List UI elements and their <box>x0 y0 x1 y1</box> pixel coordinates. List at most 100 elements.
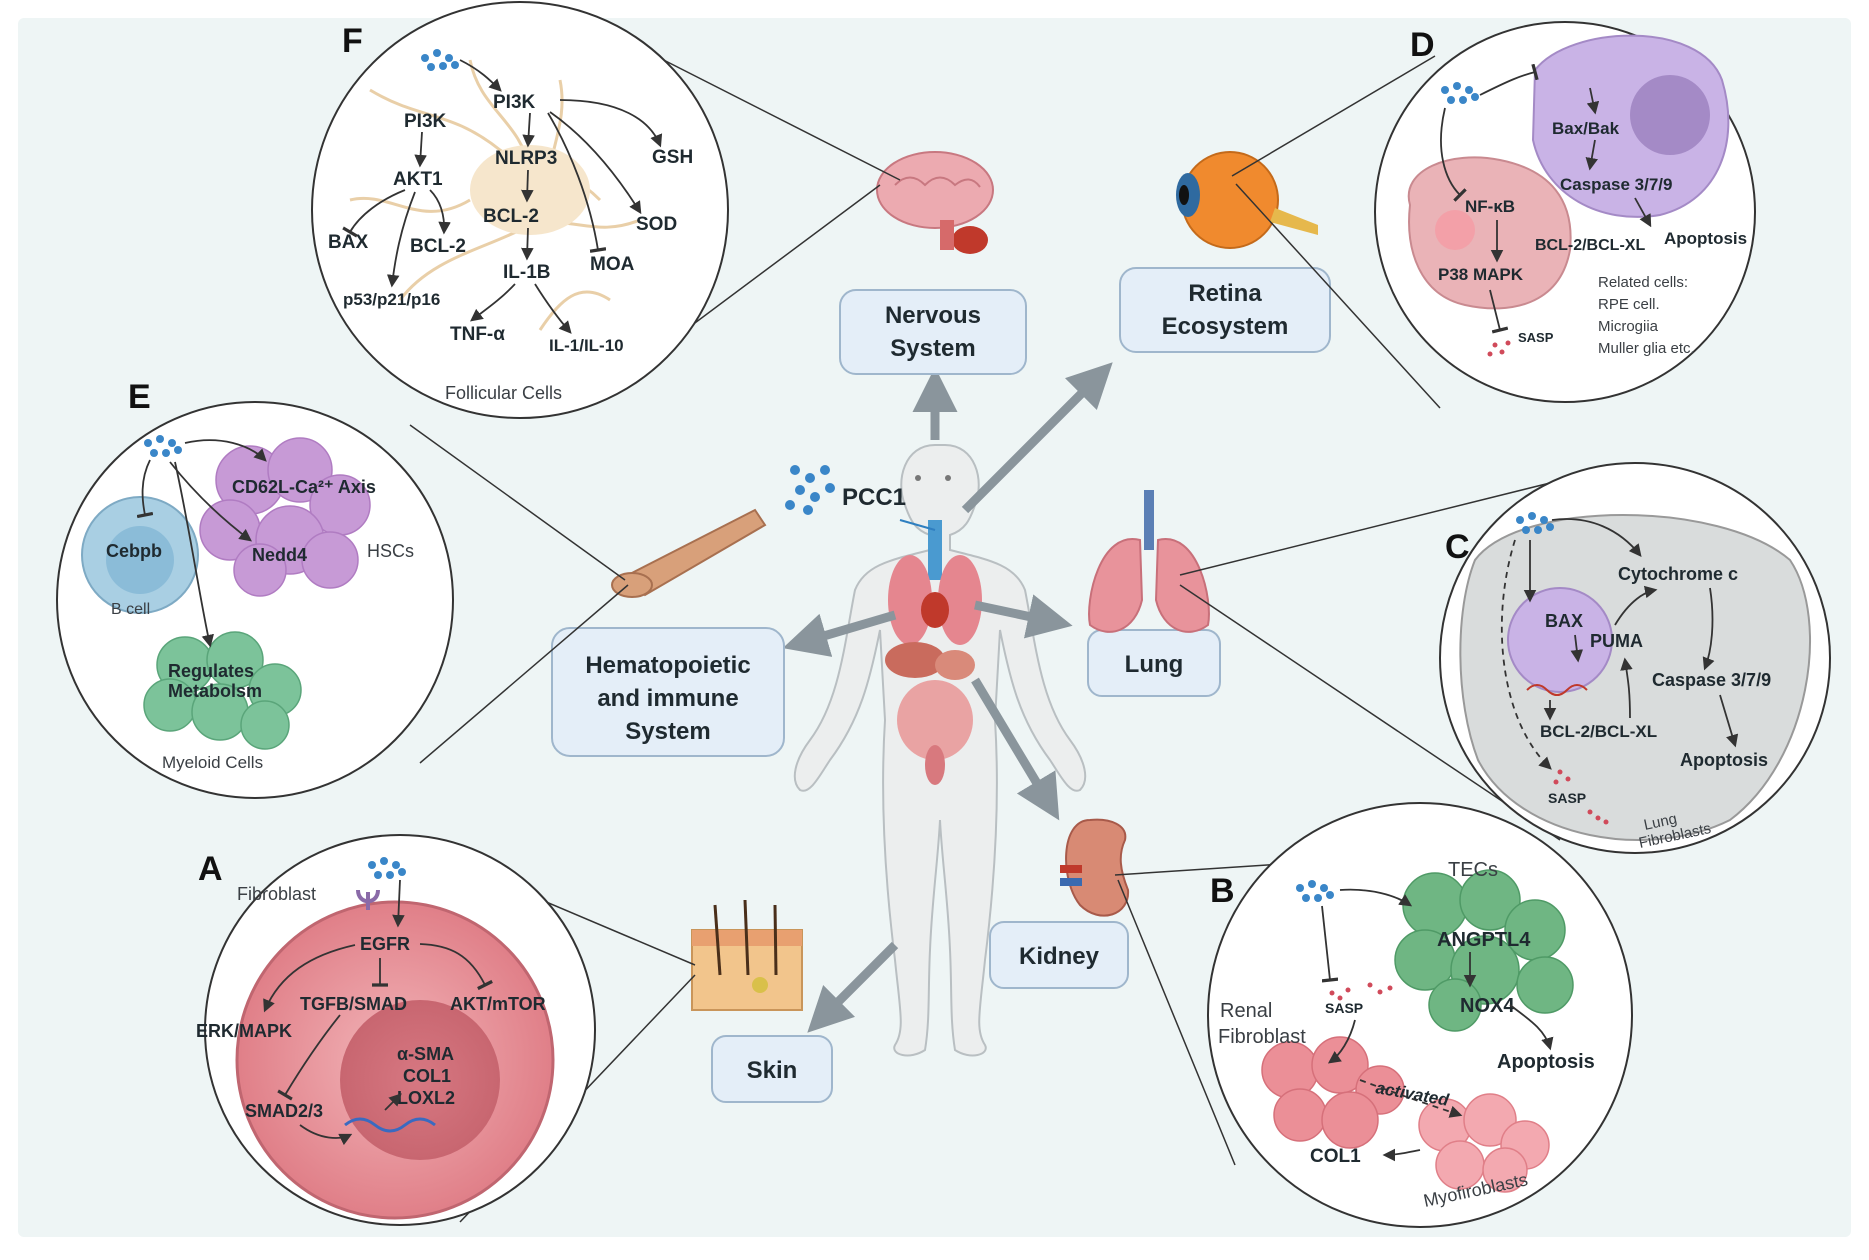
f-akt1: AKT1 <box>393 169 443 190</box>
panel-e: E CD62L-Ca²⁺ Axis Cebpb Nedd4 HSCs B cel… <box>56 378 454 799</box>
a-tgfb: TGFB/SMAD <box>300 994 407 1014</box>
bcell <box>81 496 199 614</box>
arrow-to-retina <box>961 362 1113 514</box>
f-il1-il10: IL-1/IL-10 <box>549 336 624 355</box>
b-sasp-dots <box>1329 982 1393 1001</box>
panel-c-letter: C <box>1445 528 1470 566</box>
d-related-3: Muller glia etc. <box>1598 340 1695 357</box>
box-lung: Lung <box>1087 629 1221 697</box>
box-hemato: Hematopoietic and immune System <box>551 627 785 757</box>
human-figure <box>793 444 1087 1057</box>
liver-organ <box>885 642 945 678</box>
e-regulates: Regulates <box>168 661 254 681</box>
b-sasp: SASP <box>1325 1000 1363 1016</box>
panel-a-drug-icon <box>368 857 406 879</box>
nervous-line2: System <box>890 335 975 362</box>
box-kidney: Kidney <box>989 921 1129 989</box>
a-erk: ERK/MAPK <box>196 1021 292 1041</box>
myofibroblast-cluster <box>1418 1093 1550 1193</box>
intestines-organ <box>897 680 973 760</box>
f-p53: p53/p21/p16 <box>343 290 440 309</box>
skin-icon <box>691 899 803 1011</box>
b-tecs: TECs <box>1448 859 1498 881</box>
organ-arrows <box>782 362 1113 1033</box>
d-p38: P38 MAPK <box>1438 265 1524 284</box>
panel-e-arrows <box>136 439 267 648</box>
panel-f-letter: F <box>342 22 363 60</box>
arrow-to-skin <box>807 941 899 1033</box>
c-cytochrome: Cytochrome c <box>1618 564 1738 584</box>
right-lung-organ <box>938 555 982 645</box>
heart-organ <box>921 592 949 628</box>
arrow-to-kidney <box>971 677 1060 821</box>
panel-d-letter: D <box>1410 26 1435 64</box>
kidney-label: Kidney <box>1019 943 1100 970</box>
b-renal: Renal <box>1220 1000 1272 1022</box>
f-bcl2-left: BCL-2 <box>410 236 466 257</box>
kidney-icon <box>1060 818 1130 917</box>
c-nucleus <box>1507 587 1613 693</box>
hsc-cluster <box>199 437 371 597</box>
eye-icon <box>1176 151 1318 249</box>
d-nfkb: NF-κB <box>1465 197 1515 216</box>
nfkb-nucleus <box>1435 210 1475 250</box>
box-nervous: Nervous System <box>839 289 1027 375</box>
skin-label: Skin <box>747 1057 798 1084</box>
f-tnf: TNF-α <box>450 324 505 345</box>
e-hscs: HSCs <box>367 541 414 561</box>
c-caspase: Caspase 3/7/9 <box>1652 670 1771 690</box>
a-dna <box>344 1117 436 1133</box>
c-lung: Lung <box>1642 810 1678 834</box>
panel-c-arrows <box>1501 518 1739 770</box>
d-sasp: SASP <box>1518 330 1554 345</box>
panel-d-arrows <box>1440 63 1652 334</box>
f-moa: MOA <box>590 254 635 275</box>
e-metabolsm: Metabolsm <box>168 681 262 701</box>
f-caption: Follicular Cells <box>445 383 562 403</box>
panel-a-arrows <box>263 879 493 1146</box>
nervous-line1: Nervous <box>885 302 981 329</box>
panel-f: F PI3K PI3K GSH NLRP3 AKT1 BCL-2 SOD BAX… <box>311 1 729 419</box>
e-bcell: B cell <box>111 601 150 618</box>
panel-d: D Bax/Bak Caspase 3/7/9 NF-κB BCL-2/BCL-… <box>1374 21 1756 403</box>
left-lung-organ <box>888 555 932 645</box>
panel-f-drug-icon <box>421 49 459 71</box>
panel-b-drug-icon <box>1296 880 1334 902</box>
panel-b: B TECs ANGPTL4 NOX4 Apoptosis Renal <box>1207 802 1633 1228</box>
f-bax: BAX <box>328 232 368 253</box>
c-bax: BAX <box>1545 611 1583 631</box>
d-related-2: Microgiia <box>1598 318 1659 335</box>
d-caspase: Caspase 3/7/9 <box>1560 175 1672 194</box>
a-akt: AKT/mTOR <box>450 994 546 1014</box>
c-sasp: SASP <box>1548 790 1586 806</box>
pcc1-pointer <box>899 519 936 531</box>
c-dna <box>1526 684 1588 696</box>
b-apoptosis: Apoptosis <box>1497 1051 1595 1073</box>
e-nedd4: Nedd4 <box>252 545 307 565</box>
panel-e-letter: E <box>128 378 151 416</box>
hemato-line1: Hematopoietic <box>585 652 750 679</box>
b-angptl4: ANGPTL4 <box>1437 929 1531 951</box>
c-puma: PUMA <box>1590 631 1643 651</box>
a-receptor <box>356 889 380 910</box>
retina-line2: Ecosystem <box>1162 313 1289 340</box>
brain-icon <box>876 151 994 254</box>
renal-fibroblast-cluster <box>1261 1036 1405 1149</box>
a-egfr: EGFR <box>360 934 410 954</box>
hemato-line2: and immune <box>597 685 738 712</box>
panel-c: C Cytochrome c BAX PUMA Caspase 3/7/9 BC… <box>1439 462 1831 854</box>
c-apoptosis: Apoptosis <box>1680 750 1768 770</box>
f-il1b: IL-1B <box>503 262 551 283</box>
panel-f-arrows <box>342 59 663 334</box>
panel-a: A Fibroblast EGFR TGFB/SMAD AKT/mTOR ERK… <box>196 834 596 1226</box>
a-asma: α-SMA <box>397 1044 454 1064</box>
c-sasp-dots <box>1553 769 1609 825</box>
a-smad23: SMAD2/3 <box>245 1101 323 1121</box>
pcc1-dots-icon <box>785 465 835 515</box>
bladder-organ <box>925 745 945 785</box>
pcc1-label: PCC1 <box>842 484 906 511</box>
a-fibroblast-label: Fibroblast <box>237 884 316 904</box>
box-skin: Skin <box>711 1035 833 1103</box>
myeloid-cluster <box>143 631 302 750</box>
